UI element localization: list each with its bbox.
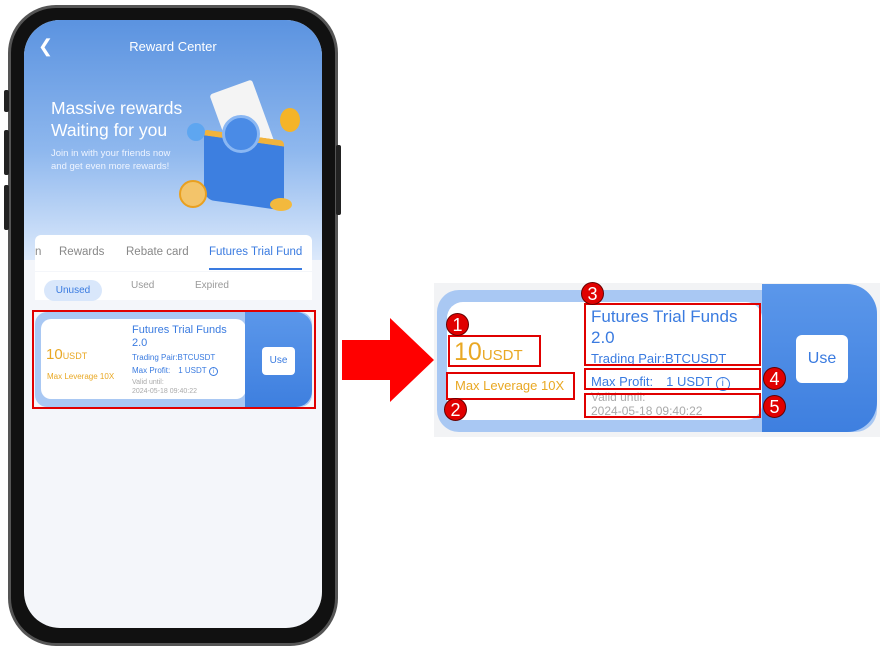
valid-until: Valid until: 2024-05-18 09:40:22 [132, 378, 197, 396]
callout-1: 1 [446, 313, 469, 336]
trial-fund-card-zoomed: 10USDT Max Leverage 10X Futures Trial Fu… [437, 284, 877, 432]
phone-button [4, 90, 9, 112]
max-leverage: Max Leverage 10X [455, 378, 565, 393]
amount-value: 10 [46, 346, 63, 363]
coin-icon [222, 115, 260, 153]
card-body [447, 302, 762, 420]
max-profit: Max Profit: 1 USDT i [132, 365, 218, 376]
highlight-profit [584, 368, 761, 390]
callout-2: 2 [444, 398, 467, 421]
info-icon[interactable]: i [208, 367, 218, 376]
dollar-coin-icon [187, 123, 205, 141]
gold-coin-icon [270, 198, 292, 211]
title-line: 2.0 [132, 337, 148, 349]
phone-button [336, 145, 341, 215]
max-leverage: Max Leverage 10X [47, 372, 115, 381]
use-button[interactable]: Use [262, 347, 295, 375]
valid-label: Valid until: [132, 379, 164, 386]
amount-unit: USDT [62, 351, 88, 361]
info-icon[interactable]: i [715, 377, 730, 391]
callout-3: 3 [581, 282, 604, 305]
phone-button [4, 130, 9, 175]
trading-pair: Trading Pair:BTCUSDT [591, 351, 727, 366]
tab-futures-trial-fund[interactable]: Futures Trial Fund [209, 246, 303, 258]
callout-5: 5 [763, 395, 786, 418]
max-profit-text: Max Profit: 1 USDT [132, 366, 207, 375]
title-line: Futures Trial Funds [132, 324, 227, 336]
tab-rebate-card[interactable]: Rebate card [126, 246, 189, 258]
amount-value: 10 [454, 338, 482, 366]
tab-rewards[interactable]: Rewards [59, 246, 105, 258]
bitcoin-coin-icon [280, 108, 300, 132]
card-amount: 10USDT [454, 338, 523, 367]
valid-date: 2024-05-18 09:40:22 [591, 404, 703, 418]
max-profit-text: Max Profit: 1 USDT [591, 374, 713, 389]
callout-4: 4 [763, 367, 786, 390]
highlight-valid [584, 393, 761, 418]
gold-coin-icon [179, 180, 207, 208]
active-tab-indicator [209, 268, 302, 270]
amount-unit: USDT [481, 347, 523, 364]
filter-expired[interactable]: Expired [195, 280, 229, 291]
card-amount: 10USDT [46, 346, 87, 363]
reward-tabs: n Rewards Rebate card Futures Trial Fund [35, 235, 312, 271]
status-filter: Unused Used Expired [35, 272, 312, 301]
arrow-right-icon [342, 318, 434, 402]
page-title: Reward Center [129, 39, 217, 54]
trial-fund-card: 10USDT Max Leverage 10X Futures Trial Fu… [35, 312, 312, 407]
tab-partial[interactable]: n [35, 246, 42, 258]
phone-button [4, 185, 9, 230]
card-title: Futures Trial Funds 2.0 [591, 306, 737, 348]
highlight-box [32, 310, 316, 409]
trading-pair: Trading Pair:BTCUSDT [132, 353, 216, 362]
headline-line: Waiting for you [51, 120, 168, 140]
highlight-leverage [446, 372, 575, 400]
valid-date: 2024-05-18 09:40:22 [132, 388, 197, 395]
chevron-left-icon[interactable]: ❮ [38, 36, 54, 56]
card-body [41, 319, 246, 399]
filter-unused[interactable]: Unused [44, 280, 102, 301]
use-button[interactable]: Use [796, 335, 848, 383]
subtitle-line: Join in with your friends now [51, 148, 171, 159]
max-profit: Max Profit: 1 USDT i [591, 371, 730, 391]
title-line: 2.0 [591, 328, 615, 347]
banner-subtitle: Join in with your friends now and get eve… [51, 147, 170, 173]
subtitle-line: and get even more rewards! [51, 161, 170, 172]
headline-line: Massive rewards [51, 98, 183, 118]
highlight-amount [448, 335, 541, 367]
title-line: Futures Trial Funds [591, 307, 738, 326]
highlight-title [584, 303, 761, 366]
filter-used[interactable]: Used [131, 280, 155, 291]
